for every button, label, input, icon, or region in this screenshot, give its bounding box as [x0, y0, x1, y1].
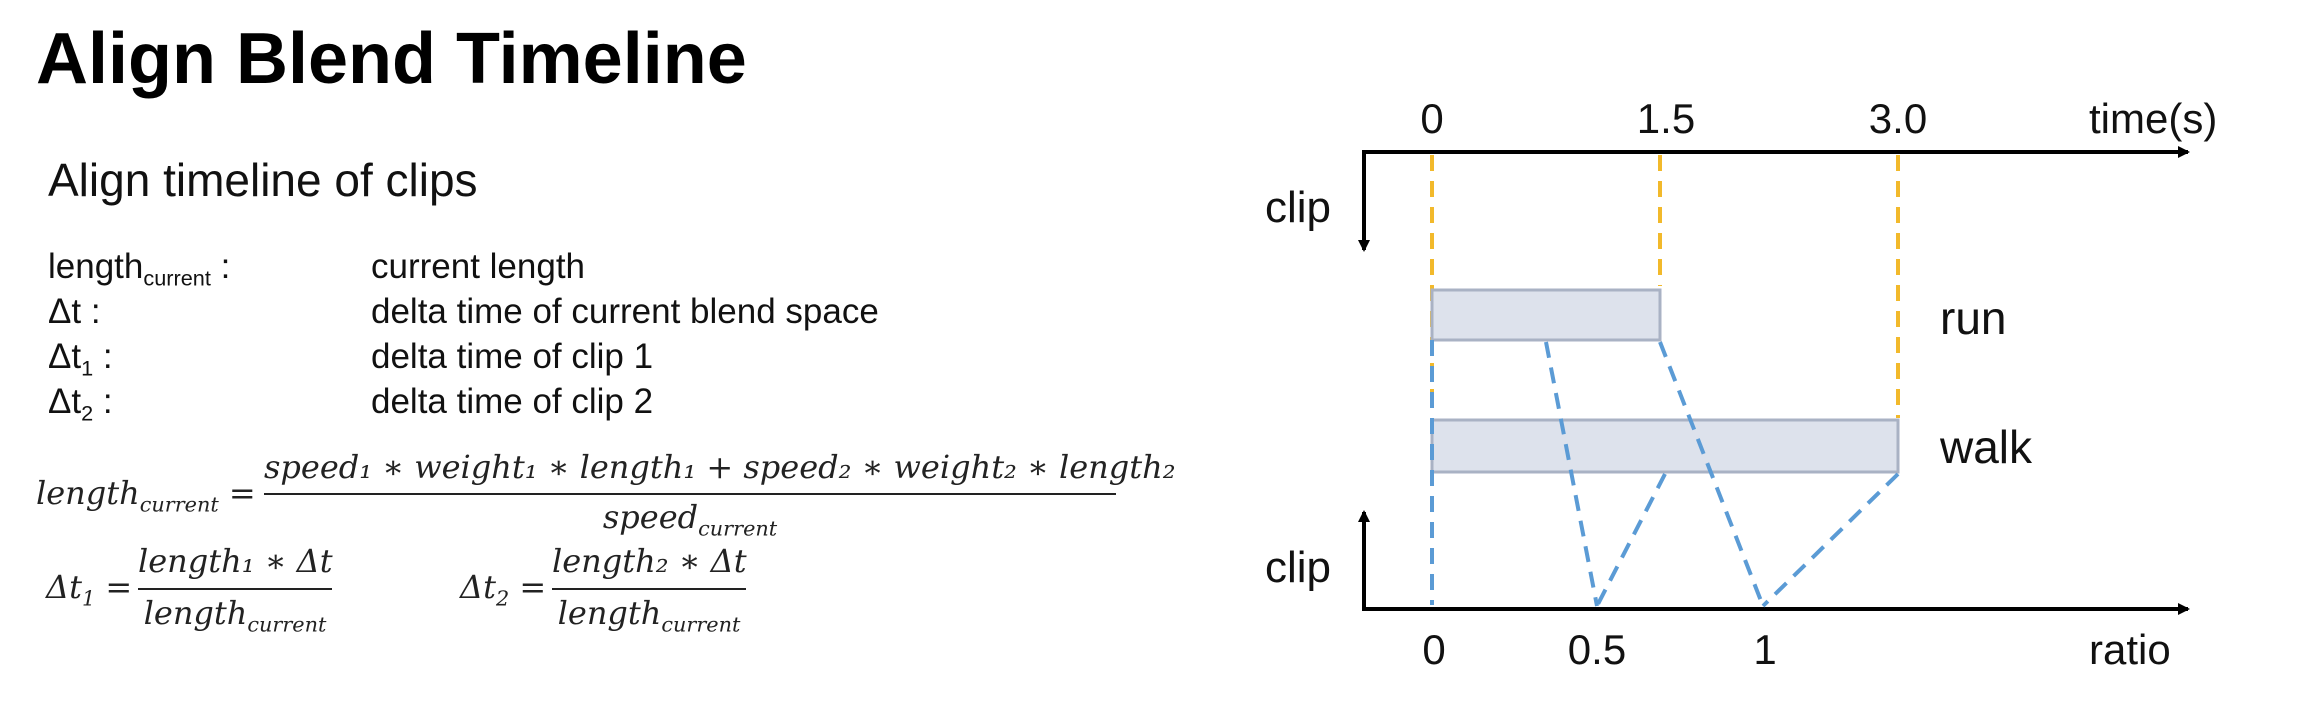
ratio-guide-run-half: [1544, 341, 1599, 607]
run-clip-label: run: [1940, 292, 2006, 344]
definition-row: Δt : delta time of current blend space: [48, 289, 948, 334]
ratio-tick-label: 1: [1753, 626, 1776, 673]
subtitle: Align timeline of clips: [48, 154, 478, 206]
ratio-axis-label: ratio: [2089, 626, 2171, 673]
formula-dt2-fraction: length₂ ∗ Δt lengthcurrent: [552, 542, 747, 637]
bottom-clip-axis-label: clip: [1265, 543, 1331, 592]
page-title: Align Blend Timeline: [36, 19, 747, 99]
time-tick-label: 3.0: [1869, 95, 1927, 142]
definition-term: Δt2 :: [48, 382, 113, 426]
walk-clip-bar: [1430, 418, 1900, 474]
formula-numerator: length₁ ∗ Δt: [138, 542, 333, 580]
definition-description: delta time of clip 2: [371, 382, 654, 421]
definition-term: lengthcurrent :: [48, 247, 231, 291]
ratio-tick-label: 0: [1422, 626, 1445, 673]
time-tick-label: 1.5: [1637, 95, 1695, 142]
definition-row: lengthcurrent : current length: [48, 244, 948, 291]
formula-numerator: speed₁ ∗ weight₁ ∗ length₁ + speed₂ ∗ we…: [264, 448, 1176, 486]
definition-description: delta time of current blend space: [371, 292, 879, 331]
walk-clip-label: walk: [1939, 421, 2033, 473]
definitions-list: lengthcurrent : current length Δt : delt…: [48, 244, 948, 426]
definition-row: Δt2 : delta time of clip 2: [48, 379, 948, 426]
definition-row: Δt1 : delta time of clip 1: [48, 334, 948, 381]
ratio-guide-run-end: [1658, 341, 1765, 607]
formula-numerator: length₂ ∗ Δt: [552, 542, 747, 580]
ratio-guide-walk-end: [1761, 472, 1900, 608]
definition-term: Δt1 :: [48, 337, 113, 381]
fraction-bar: [552, 588, 746, 590]
formula-dt1-fraction: length₁ ∗ Δt lengthcurrent: [138, 542, 333, 637]
formula-denominator: speedcurrent: [602, 498, 778, 541]
formula-dt1-lhs: Δt1 =: [46, 568, 133, 611]
definition-term: Δt :: [48, 292, 101, 331]
fraction-bar: [138, 588, 332, 590]
formula-denominator: lengthcurrent: [143, 594, 327, 637]
formula-dt2-lhs: Δt2 =: [460, 568, 547, 611]
formula-length-current-lhs: lengthcurrent =: [36, 474, 256, 517]
formula-length-current-fraction: speed₁ ∗ weight₁ ∗ length₁ + speed₂ ∗ we…: [264, 448, 1176, 544]
top-clip-axis-label: clip: [1265, 183, 1331, 232]
time-tick-label: 0: [1420, 95, 1443, 142]
time-axis-label: time(s): [2089, 95, 2217, 142]
formula-denominator: lengthcurrent: [557, 594, 741, 637]
run-clip-bar: [1430, 288, 1662, 342]
definition-description: delta time of clip 1: [371, 337, 654, 376]
fraction-bar: [264, 493, 1116, 495]
ratio-guide-walk-half: [1595, 473, 1667, 607]
ratio-tick-label: 0.5: [1568, 626, 1626, 673]
definition-description: current length: [371, 247, 586, 286]
